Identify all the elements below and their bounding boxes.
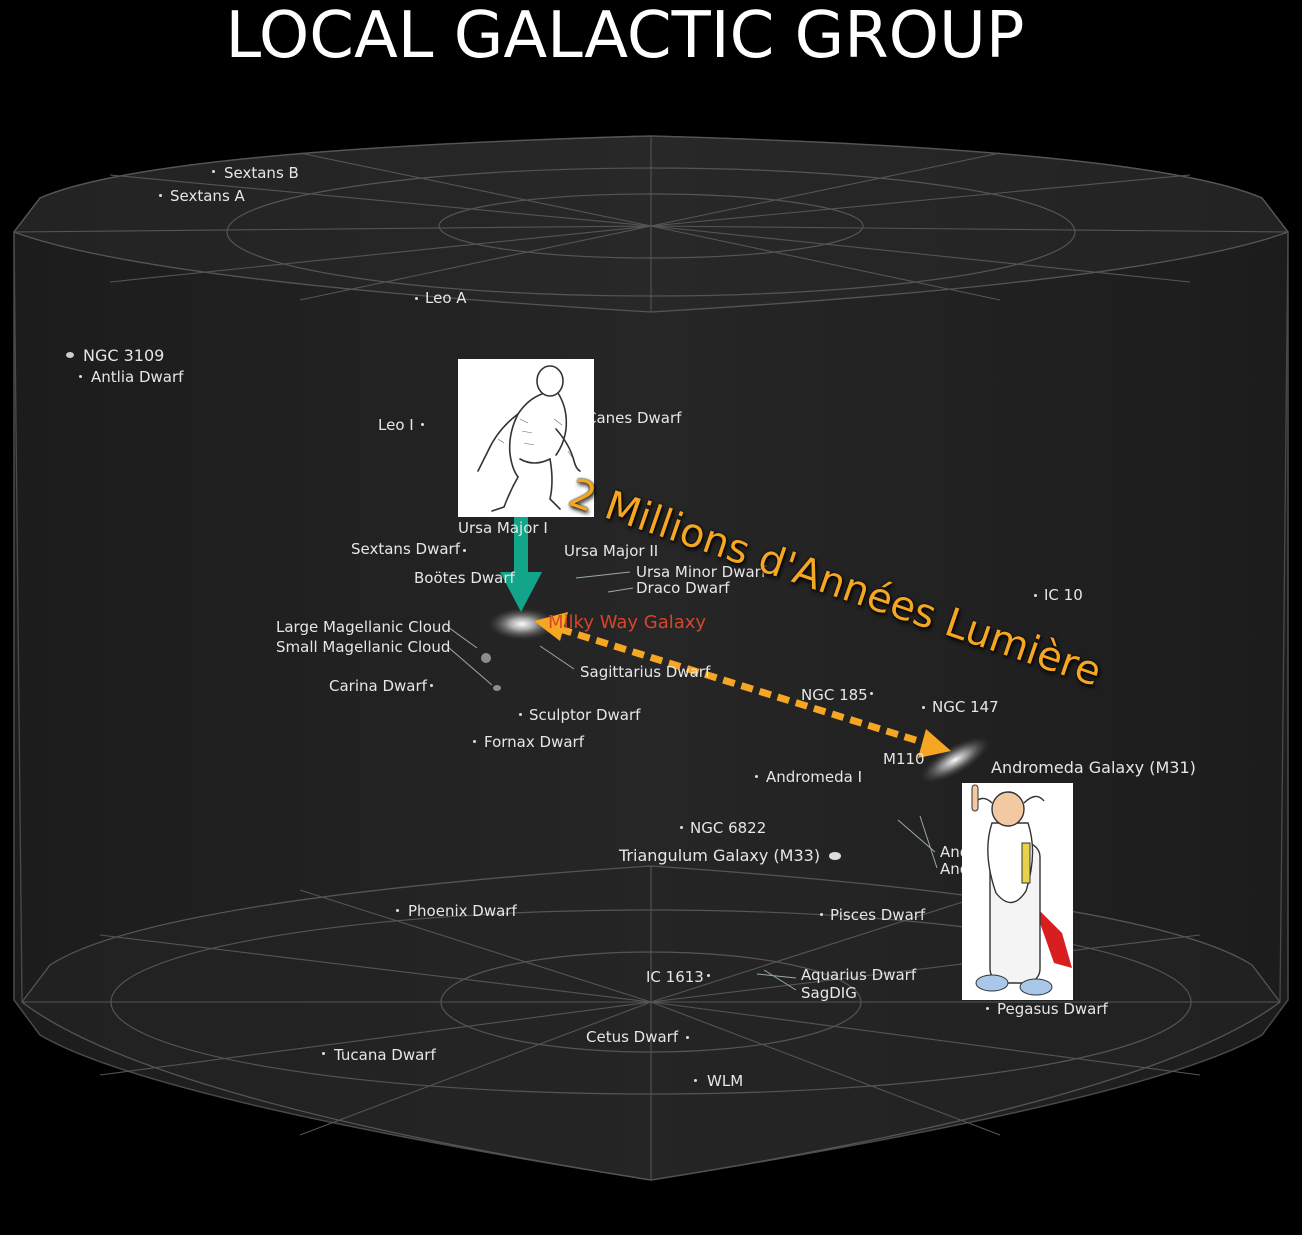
label-ngc-6822: NGC 6822 [690,819,767,837]
label-leo-i: Leo I [378,416,414,434]
galaxy-dot [707,974,710,977]
label-cetus-dwarf: Cetus Dwarf [586,1028,679,1046]
label-ic-1613: IC 1613 [646,968,704,986]
ape-man-illustration [458,359,594,517]
galaxy-dot [430,684,433,687]
galaxy-dot [680,826,683,829]
label-andromeda-galaxy: Andromeda Galaxy (M31) [991,758,1196,777]
label-aquarius-dwarf: Aquarius Dwarf [801,966,917,984]
andromeda-glow [919,736,991,784]
label-m110: M110 [883,750,925,768]
label-ursa-minor-dwarf: Ursa Minor Dwarf [636,563,767,581]
galaxy-dot [870,692,873,695]
label-ngc-185: NGC 185 [801,686,868,704]
label-ursa-major-i: Ursa Major I [458,519,548,537]
label-fornax-dwarf: Fornax Dwarf [484,733,584,751]
label-sagittarius-dwarf: Sagittarius Dwarf [580,663,711,681]
label-draco-dwarf: Draco Dwarf [636,579,730,597]
galaxy-dot [686,1036,689,1039]
galaxy-dot [755,775,758,778]
label-andromeda-i: Andromeda I [766,768,863,786]
galaxy-dot [1034,594,1037,597]
galaxy-dot [519,713,522,716]
label-smc: Small Magellanic Cloud [276,638,451,656]
galaxy-dot [396,909,399,912]
label-ngc-3109: NGC 3109 [83,346,165,365]
label-bootes-dwarf: Boötes Dwarf [414,569,515,587]
label-tucana-dwarf: Tucana Dwarf [334,1046,436,1064]
pointer-arrow-head [500,572,542,612]
label-andromeda-iii: Andromeda III [940,860,964,878]
galaxy-dot [79,375,82,378]
druid-cartoon-illustration [962,783,1073,1000]
distance-arrow-head-right [918,729,951,758]
galaxy-dot [463,549,466,552]
label-phoenix-dwarf: Phoenix Dwarf [408,902,517,920]
galaxy-dot [922,706,925,709]
label-carina-dwarf: Carina Dwarf [329,677,427,695]
label-pisces-dwarf: Pisces Dwarf [830,906,926,924]
label-leo-a: Leo A [425,289,467,307]
galaxy-dot [473,740,476,743]
galaxy-dot [820,913,823,916]
druid-icon [971,784,1072,996]
label-ngc-147: NGC 147 [932,698,999,716]
distance-arrow-line [558,625,927,747]
label-sextans-b: Sextans B [224,164,299,182]
page-title: LOCAL GALACTIC GROUP [225,0,1025,73]
label-canes-dwarf: Canes Dwarf [586,409,682,427]
label-sculptor-dwarf: Sculptor Dwarf [529,706,641,724]
label-wlm: WLM [707,1072,744,1090]
label-lmc: Large Magellanic Cloud [276,618,451,636]
galaxy-dot [322,1052,325,1055]
label-sextans-a: Sextans A [170,187,245,205]
label-milky-way: Milky Way Galaxy [548,612,707,633]
label-triangulum: Triangulum Galaxy (M33) [619,846,821,865]
label-ursa-major-ii: Ursa Major II [564,542,659,560]
galaxy-dot [421,423,424,426]
galaxy-dot [159,194,162,197]
label-andromeda-ii: Andromeda II [940,843,964,861]
milky-way-glow [488,608,556,640]
ape-man-icon [477,365,581,512]
label-sagdig: SagDIG [801,984,857,1002]
galaxy-dot [694,1079,697,1082]
label-antlia-dwarf: Antlia Dwarf [91,368,184,386]
galaxy-dot [415,297,418,300]
galaxy-dot [212,170,215,173]
label-sextans-dwarf: Sextans Dwarf [351,540,460,558]
distance-arrow-head-left [534,612,568,641]
galaxy-dot [986,1007,989,1010]
label-pegasus-dwarf: Pegasus Dwarf [997,1000,1108,1018]
label-ic-10: IC 10 [1044,586,1083,604]
